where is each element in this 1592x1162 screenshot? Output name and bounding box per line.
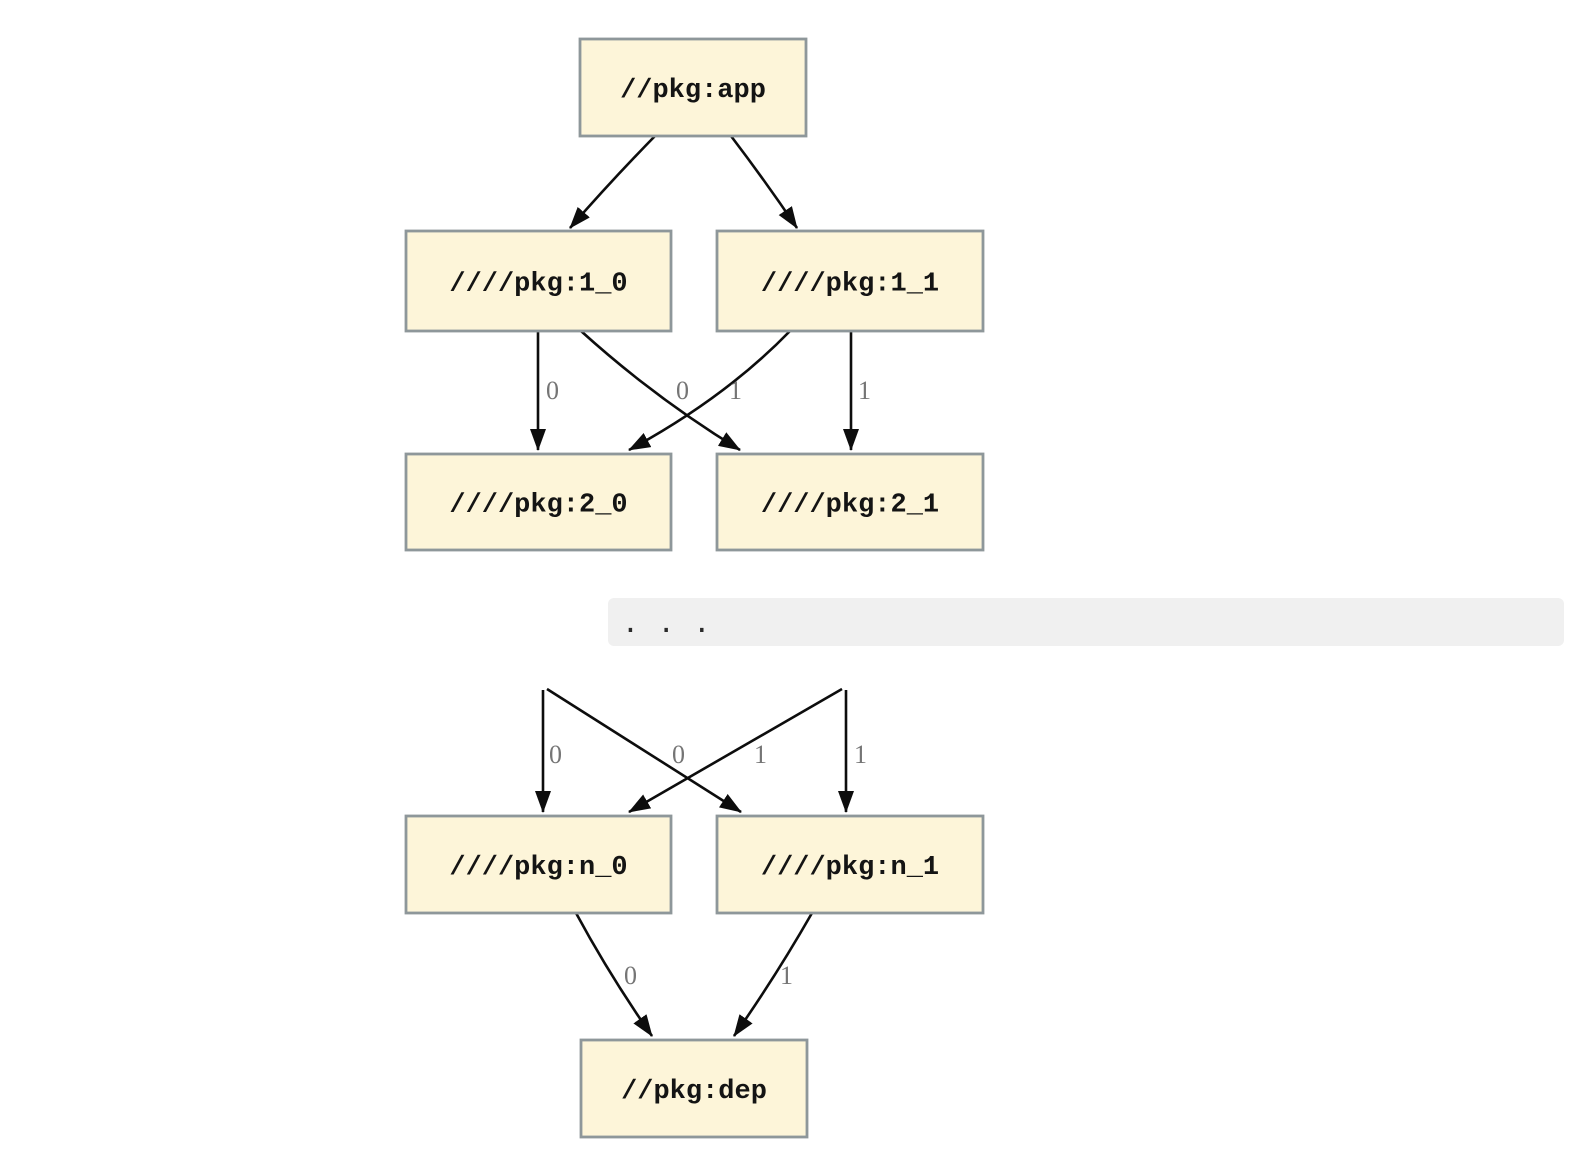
node-box-2_1 [715, 452, 985, 552]
node-label-2_0: ////pkg:2_0 [449, 491, 627, 521]
graph-node-2_1: ////pkg:2_1 [715, 452, 985, 552]
edge-label-1_1-to-2_1: 1 [858, 376, 871, 405]
edge-1_1-to-2_0 [628, 330, 791, 452]
node-box-app [578, 37, 808, 138]
edge-label-1_0-to-2_1: 0 [676, 376, 689, 405]
graph-node-dep: //pkg:dep [579, 1038, 809, 1139]
edge-1_0-to-2_1 [580, 330, 741, 452]
edge-n_0-to-dep [574, 912, 654, 1037]
edge-label-rest-to-n_0: 0 [549, 740, 562, 769]
node-label-2_1: ////pkg:2_1 [761, 491, 939, 521]
node-box-1_1 [715, 229, 985, 333]
node-label-app: //pkg:app [620, 76, 766, 106]
edge-rest-to-n_0-cross [628, 687, 843, 814]
graph-node-2_0: ////pkg:2_0 [404, 452, 673, 552]
node-label-dep: //pkg:dep [621, 1077, 767, 1107]
edge-label-rest-to-n_0-cross: 1 [754, 740, 767, 769]
edge-rest-to-n_1-cross [546, 687, 742, 814]
node-label-n_0: ////pkg:n_0 [449, 853, 627, 883]
node-label-n_1: ////pkg:n_1 [761, 853, 939, 883]
node-box-dep [579, 1038, 809, 1139]
graph-node-n_1: ////pkg:n_1 [715, 814, 985, 915]
edge-label-1_0-to-2_0: 0 [546, 376, 559, 405]
edge-app-to-1_1 [729, 135, 799, 229]
node-box-1_0 [404, 229, 673, 333]
node-label-1_1: ////pkg:1_1 [761, 270, 939, 300]
edge-label-n_0-to-dep: 0 [624, 961, 637, 990]
ellipsis-text: . . . [622, 605, 712, 639]
edge-label-rest-to-n_1-cross: 0 [672, 740, 685, 769]
graph-node-1_0: ////pkg:1_0 [404, 229, 673, 333]
node-box-n_0 [404, 814, 673, 915]
edge-app-to-1_0 [569, 135, 656, 229]
node-label-1_0: ////pkg:1_0 [449, 270, 627, 300]
edge-label-rest-to-n_1: 1 [854, 740, 867, 769]
graph-node-n_0: ////pkg:n_0 [404, 814, 673, 915]
node-box-n_1 [715, 814, 985, 915]
node-box-2_0 [404, 452, 673, 552]
graph-node-app: //pkg:app [578, 37, 808, 138]
edge-n_1-to-dep [732, 912, 814, 1037]
edge-label-1_1-to-2_0: 1 [729, 376, 742, 405]
code-ellipsis-block: . . . [608, 598, 1564, 646]
graph-node-1_1: ////pkg:1_1 [715, 229, 985, 333]
edge-label-n_1-to-dep: 1 [780, 961, 793, 990]
